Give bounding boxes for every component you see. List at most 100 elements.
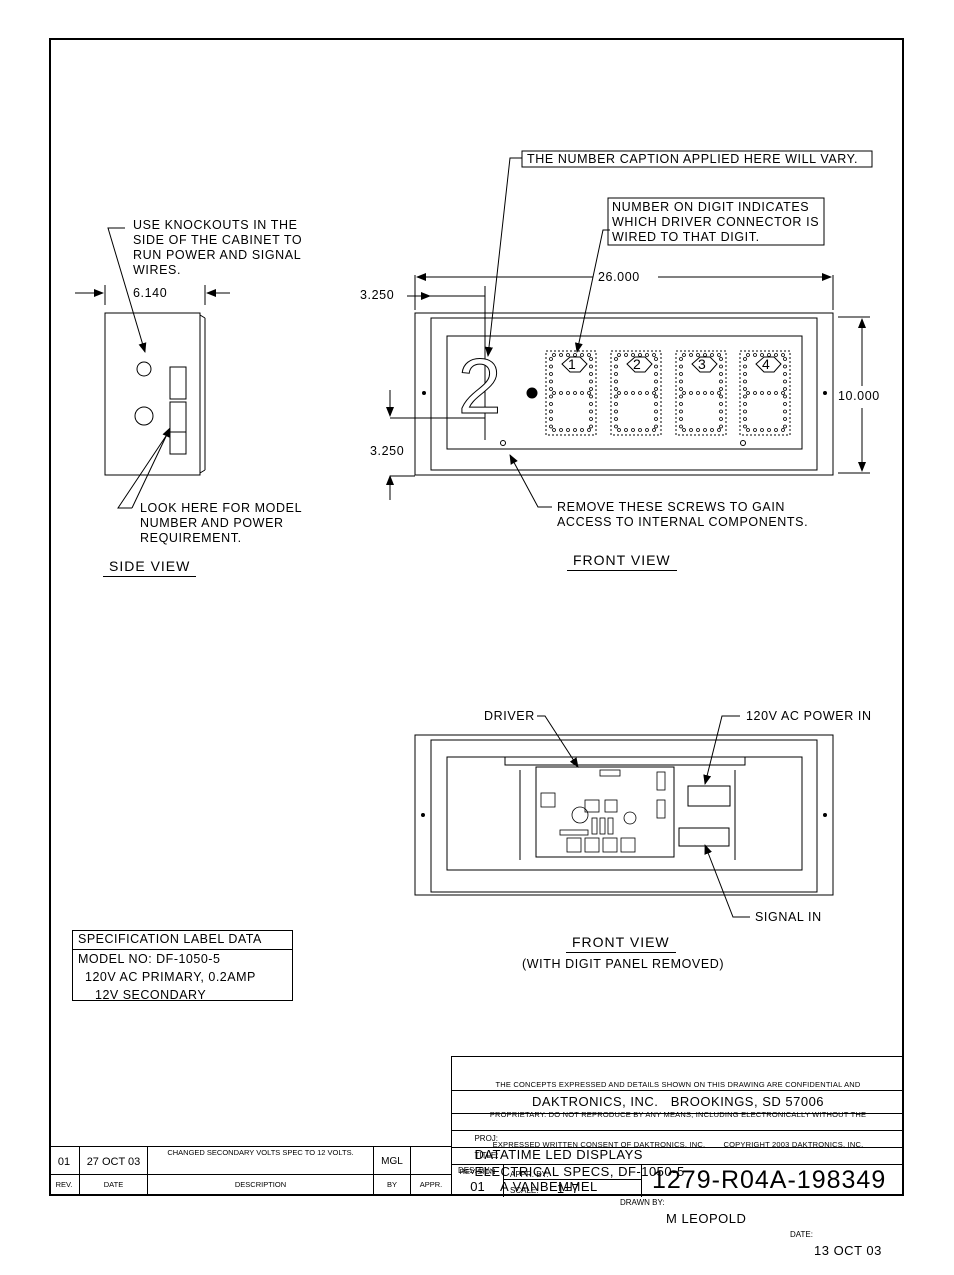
led-dot bbox=[559, 391, 563, 395]
driver-board bbox=[535, 766, 675, 858]
signal-terminal bbox=[678, 827, 730, 847]
led-dot bbox=[624, 353, 628, 357]
led-dot bbox=[589, 372, 593, 376]
led-dot bbox=[746, 391, 750, 395]
proj-label: PROJ: bbox=[474, 1134, 499, 1143]
front-view-title: FRONT VIEW bbox=[567, 552, 677, 571]
led-dot bbox=[549, 357, 553, 361]
led-dot bbox=[614, 417, 618, 421]
led-dot bbox=[573, 353, 577, 357]
led-dot bbox=[614, 387, 618, 391]
date-header: DATE bbox=[103, 1180, 124, 1189]
led-dot bbox=[587, 391, 591, 395]
led-dot bbox=[631, 428, 635, 432]
drawn-label: DRAWN BY: bbox=[620, 1198, 665, 1207]
led-dot bbox=[783, 379, 787, 384]
side-view-cabinet bbox=[104, 312, 201, 476]
led-dot bbox=[679, 402, 683, 406]
driver-label: DRIVER bbox=[484, 709, 535, 723]
led-dot bbox=[703, 428, 707, 432]
digit-number-3: 3 bbox=[698, 356, 706, 372]
led-dot bbox=[743, 424, 747, 429]
digit-note-1: NUMBER ON DIGIT INDICATES bbox=[612, 200, 810, 214]
digit-note-box bbox=[607, 197, 825, 246]
dim-offset-bottom: 3.250 bbox=[370, 444, 405, 458]
led-dot bbox=[767, 391, 771, 395]
led-dot bbox=[614, 402, 618, 406]
company-name: DAKTRONICS, INC. BROOKINGS, SD 57006 bbox=[452, 1091, 904, 1114]
led-dot bbox=[614, 379, 618, 384]
dim-side-width: 6.140 bbox=[133, 286, 168, 300]
led-dot bbox=[753, 391, 757, 395]
dim-front-height: 10.000 bbox=[838, 389, 880, 403]
led-dot bbox=[703, 353, 707, 357]
led-dot bbox=[549, 379, 553, 384]
drawing-number: 1279-R04A-198349 bbox=[652, 1166, 887, 1194]
screws-note-2: ACCESS TO INTERNAL COMPONENTS. bbox=[557, 515, 809, 529]
led-dot bbox=[614, 364, 618, 369]
led-dot bbox=[717, 428, 721, 432]
led-dot bbox=[552, 391, 556, 395]
led-dot bbox=[654, 394, 658, 399]
led-dot bbox=[783, 394, 787, 399]
led-dot bbox=[783, 372, 787, 376]
rev-by: MGL bbox=[381, 1156, 403, 1167]
led-dot bbox=[589, 364, 593, 369]
led-dot bbox=[589, 417, 593, 421]
panel-removed-note: (WITH DIGIT PANEL REMOVED) bbox=[522, 957, 725, 971]
led-dot bbox=[696, 391, 700, 395]
led-dot bbox=[589, 402, 593, 406]
led-dot bbox=[573, 391, 577, 395]
led-dot bbox=[743, 372, 747, 376]
led-dot bbox=[689, 391, 693, 395]
confidential-line-2: PROPRIETARY. DO NOT REPRODUCE BY ANY MEA… bbox=[489, 1110, 867, 1119]
drafter: M LEOPOLD bbox=[666, 1211, 747, 1226]
scale-label: SCALE: bbox=[510, 1186, 539, 1195]
drawing-title: ELECTRICAL SPECS, DF-1050-5 bbox=[474, 1164, 685, 1179]
led-dot bbox=[549, 402, 553, 406]
led-dot bbox=[652, 391, 656, 395]
led-dot bbox=[682, 391, 686, 395]
knockout-note-2: SIDE OF THE CABINET TO bbox=[133, 233, 303, 247]
revision-block: 01 27 OCT 03 CHANGED SECONDARY VOLTS SPE… bbox=[49, 1146, 451, 1196]
model-note-1: LOOK HERE FOR MODEL bbox=[140, 501, 303, 515]
led-dot bbox=[719, 357, 723, 361]
led-dot bbox=[743, 357, 747, 361]
led-dot bbox=[654, 357, 658, 361]
model-label-area bbox=[169, 366, 187, 400]
led-dot bbox=[679, 424, 683, 429]
led-dot bbox=[654, 364, 658, 369]
project-name: DATATIME LED DISPLAYS bbox=[474, 1147, 643, 1162]
led-dot bbox=[614, 372, 618, 376]
led-dot bbox=[781, 353, 785, 357]
led-dot bbox=[549, 372, 553, 376]
caption-note: THE NUMBER CAPTION APPLIED HERE WILL VAR… bbox=[527, 152, 859, 166]
led-dot bbox=[652, 428, 656, 432]
led-dot bbox=[617, 391, 621, 395]
signal-in-label: SIGNAL IN bbox=[755, 910, 822, 924]
dim-offset-top: 3.250 bbox=[360, 288, 395, 302]
digit-number-4: 4 bbox=[762, 356, 770, 372]
led-dot bbox=[638, 428, 642, 432]
open-front-frame bbox=[414, 734, 834, 896]
led-dot bbox=[743, 417, 747, 421]
side-view-title: SIDE VIEW bbox=[103, 558, 197, 577]
led-dot bbox=[589, 379, 593, 384]
caption-digit: 2 bbox=[457, 342, 502, 430]
led-dot bbox=[566, 391, 570, 395]
led-dot bbox=[783, 424, 787, 429]
led-dot bbox=[696, 428, 700, 432]
led-dot bbox=[783, 357, 787, 361]
digit-note-3: WIRED TO THAT DIGIT. bbox=[612, 230, 760, 244]
power-terminal bbox=[687, 785, 731, 807]
led-dot bbox=[552, 428, 556, 432]
led-dot bbox=[589, 394, 593, 399]
led-dot bbox=[719, 424, 723, 429]
led-dot bbox=[719, 417, 723, 421]
led-dot bbox=[589, 357, 593, 361]
led-dot bbox=[566, 428, 570, 432]
led-dot bbox=[743, 394, 747, 399]
led-dot bbox=[743, 379, 747, 384]
led-dot bbox=[549, 424, 553, 429]
led-dot bbox=[549, 394, 553, 399]
